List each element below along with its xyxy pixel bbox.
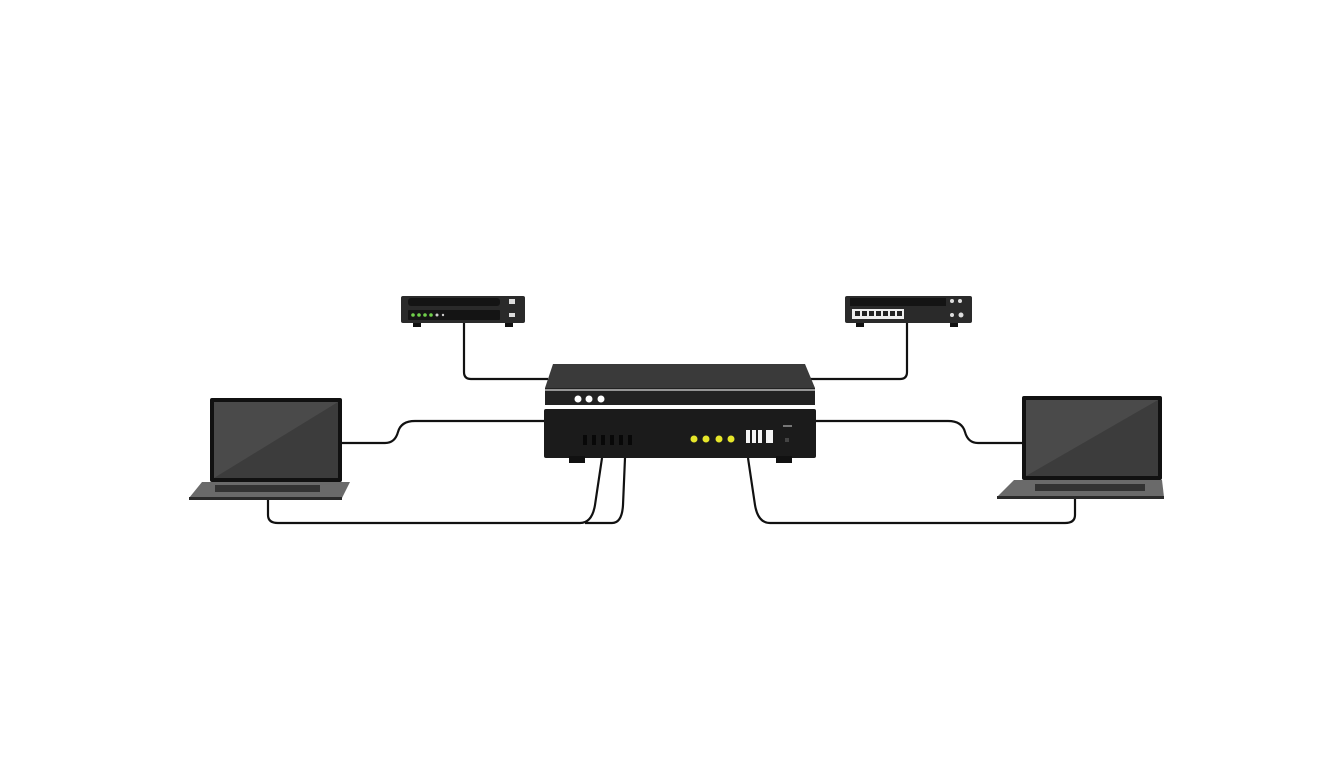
vent-slots — [583, 435, 632, 445]
indicator-icon — [585, 395, 593, 403]
router-top-front — [545, 388, 815, 405]
router-leds — [690, 435, 735, 443]
laptop-left[interactable] — [189, 398, 350, 500]
cable-laptop-left-top — [342, 419, 548, 445]
cable-laptop-right-bottom — [746, 457, 1077, 525]
cable-laptop-left-bottom-2 — [585, 457, 627, 525]
indicator-icon — [574, 395, 582, 403]
central-router[interactable] — [544, 364, 816, 463]
port-icon — [509, 313, 515, 317]
cables — [266, 323, 1077, 525]
cable-switch-left — [462, 323, 548, 381]
laptop-right[interactable] — [997, 396, 1164, 499]
router-top — [545, 364, 815, 388]
power-port — [785, 438, 789, 442]
switch-panel — [408, 310, 500, 320]
switch-panel — [408, 298, 500, 306]
port-icon — [509, 299, 515, 304]
switch-left[interactable] — [401, 296, 525, 327]
cable-laptop-left-bottom-1 — [266, 457, 604, 525]
cable-laptop-right-top — [815, 419, 1022, 445]
cable-switch-right — [810, 323, 909, 381]
router-body — [544, 409, 816, 458]
status-leds — [411, 313, 445, 317]
indicator-icon — [597, 395, 605, 403]
switch-right[interactable] — [845, 296, 972, 327]
lan-ports — [746, 430, 773, 443]
